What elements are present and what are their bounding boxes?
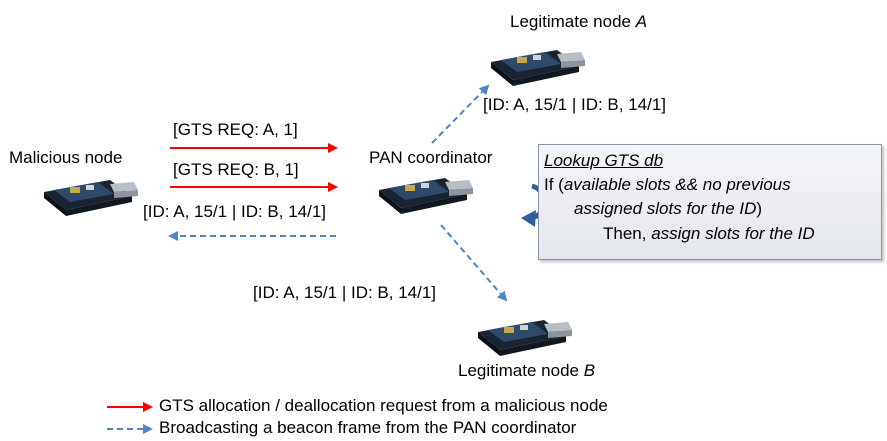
pan-coordinator-label: PAN coordinator bbox=[369, 148, 493, 167]
legend-blue-arrow-icon bbox=[107, 423, 153, 434]
lookup-gts-db-box: Lookup GTS db If (available slots && no … bbox=[538, 144, 882, 260]
legitimate-node-b-letter: B bbox=[583, 361, 596, 380]
legitimate-node-b-prefix: Legitimate node bbox=[458, 361, 579, 380]
legitimate-node-a-prefix: Legitimate node bbox=[510, 12, 631, 31]
legend-red-label: GTS allocation / deallocation request fr… bbox=[159, 396, 608, 415]
legitimate-node-a-device-icon bbox=[491, 50, 585, 86]
legitimate-node-a-letter: A bbox=[635, 12, 648, 31]
lookup-condition-line-2: assigned slots for the ID) bbox=[574, 199, 763, 218]
beacon-label-node-a: [ID: A, 15/1 | ID: B, 14/1] bbox=[483, 95, 667, 114]
legend-red-arrow-icon bbox=[107, 401, 153, 412]
legitimate-node-a-label: Legitimate node A bbox=[510, 12, 647, 32]
legend-red-arrow-row: GTS allocation / deallocation request fr… bbox=[107, 396, 608, 416]
lookup-condition-line-1: If (available slots && no previous bbox=[544, 175, 791, 194]
legend-blue-label: Broadcasting a beacon frame from the PAN… bbox=[159, 418, 577, 437]
lookup-then-line: Then, assign slots for the ID bbox=[603, 224, 815, 243]
beacon-label-node-b: [ID: A, 15/1 | ID: B, 14/1] bbox=[253, 283, 437, 302]
pan-coordinator-device-icon bbox=[379, 178, 473, 214]
malicious-node-device-icon bbox=[44, 180, 138, 216]
request-label-a: [GTS REQ: A, 1] bbox=[173, 120, 298, 139]
request-label-b: [GTS REQ: B, 1] bbox=[173, 160, 299, 179]
malicious-node-label: Malicious node bbox=[9, 148, 123, 167]
beacon-label-malicious: [ID: A, 15/1 | ID: B, 14/1] bbox=[143, 202, 327, 221]
lookup-title: Lookup GTS db bbox=[544, 151, 664, 170]
legend-blue-arrow-row: Broadcasting a beacon frame from the PAN… bbox=[107, 418, 576, 438]
legitimate-node-b-label: Legitimate node B bbox=[458, 361, 595, 381]
beacon-arrow-to-a bbox=[431, 84, 490, 144]
beacon-arrow-to-b bbox=[440, 224, 508, 302]
legitimate-node-b-device-icon bbox=[478, 320, 572, 356]
